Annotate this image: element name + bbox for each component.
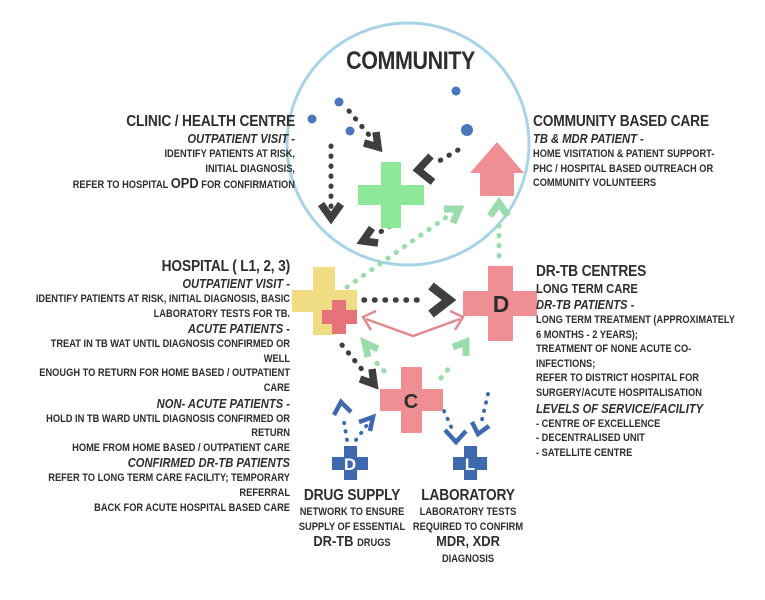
text-line: ENOUGH TO RETURN FOR HOME BASED / OUTPAT… — [39, 367, 290, 394]
text-line: NETWORK TO ENSURE — [299, 506, 405, 518]
arrow-hospital-drtb-bidirectional — [361, 309, 465, 338]
text-line: LONG TERM CARE — [536, 281, 638, 296]
text-line: COMMUNITY VOLUNTEERS — [533, 177, 657, 190]
laboratory-text: LABORATORY LABORATORY TESTS REQUIRED TO CO… — [411, 486, 525, 567]
text-line: REQUIRED TO CONFIRM — [412, 520, 524, 533]
text-line: SURGERY/ACUTE HOSPITALISATION — [536, 386, 702, 399]
central-cross-letter: C — [404, 391, 418, 413]
text-line: LEVELS OF SERVICE/FACILITY — [536, 400, 704, 416]
text-line: TB & MDR PATIENT - — [533, 131, 644, 146]
central-coordination-cross-icon — [380, 367, 443, 433]
home-outreach-arrow-icon — [470, 142, 524, 196]
text-line: HOME FROM HOME BASED / OUTPATIENT CARE — [72, 441, 291, 454]
hospital-cross-icon — [292, 267, 357, 335]
text-line: IDENTIFY PATIENTS AT RISK, INITIAL DIAGN… — [35, 293, 291, 305]
text-line: IDENTIFY PATIENTS AT RISK, — [164, 148, 295, 160]
drug-supply-letter: D — [344, 455, 356, 474]
arrow-hospital-to-drtb-centre — [361, 282, 457, 318]
laboratory-letter: L — [465, 455, 475, 474]
text-line: CONFIRMED DR-TB PATIENTS — [127, 455, 290, 471]
text-line: DR-TB CENTRES — [536, 263, 647, 280]
text-line: TREATMENT OF NONE ACUTE CO-INFECTIONS; — [536, 343, 692, 370]
community-title-text: COMMUNITY — [346, 47, 475, 75]
text-line: - CENTRE OF EXCELLENCE — [536, 417, 661, 430]
text-line: OUTPATIENT VISIT - — [187, 131, 295, 146]
text-line: SUPPLY OF ESSENTIAL — [298, 520, 406, 533]
text-line: REFER TO DISTRICT HOSPITAL FOR — [536, 372, 700, 385]
text-segment: OPD — [170, 175, 199, 193]
text-line: - SATELLITE CENTRE — [536, 446, 633, 459]
text-segment: FOR CONFIRMATION — [198, 179, 295, 192]
community-title: COMMUNITY — [336, 47, 481, 76]
text-line: OUTPATIENT VISIT - — [182, 276, 290, 291]
arrow-drug-to-central-blue — [354, 413, 377, 442]
arrow-hospital-to-central-cross — [339, 342, 379, 390]
arrow-patient-down-right — [346, 108, 383, 153]
blue-dot — [334, 97, 344, 107]
blue-dot — [345, 126, 355, 136]
text-segment: DIAGNOSIS — [441, 553, 495, 566]
text-line: TREAT IN TB WAT UNTIL DIAGNOSIS CONFIRME… — [50, 338, 290, 365]
laboratory-cross-icon — [453, 446, 487, 480]
text-line: DRUG SUPPLY — [303, 487, 401, 504]
text-line: DR-TB DRUGS — [295, 534, 409, 551]
arrow-drug-to-hospital-blue — [332, 398, 353, 442]
text-line: HOLD IN TB WARD UNTIL DIAGNOSIS CONFIRME… — [46, 412, 290, 440]
text-line: PHC / HOSPITAL BASED OUTREACH OR — [533, 162, 714, 175]
drug-supply-text: DRUG SUPPLY NETWORK TO ENSURE SUPPLY OF ES… — [295, 486, 409, 551]
laboratory-block: LABORATORY LABORATORY TESTS REQUIRED TO CO… — [402, 486, 534, 567]
arrow-central-to-drtb-green — [438, 336, 470, 381]
text-line: - DECENTRALISED UNIT — [536, 432, 645, 445]
text-line: REFER TO HOSPITAL OPD FOR CONFIRMATION — [37, 176, 295, 193]
text-line: LABORATORY TESTS FOR TB. — [153, 307, 290, 320]
hospital-block: HOSPITAL ( L1, 2, 3)OUTPATIENT VISIT - ID… — [0, 257, 290, 515]
text-line: REFER TO LONG TERM CARE FACILITY; TEMPOR… — [48, 472, 290, 499]
arrow-patient-to-green-cross — [412, 147, 461, 185]
hospital-tb-cross-icon — [322, 300, 357, 334]
patient-dots — [307, 86, 473, 136]
arrow-hospital-to-community-green — [344, 205, 465, 290]
text-segment: DRUGS — [357, 537, 391, 550]
arrow-green-cross-to-hospital — [356, 223, 393, 247]
hospital-text: HOSPITAL ( L1, 2, 3)OUTPATIENT VISIT - ID… — [28, 257, 290, 515]
community-health-cross-icon — [358, 162, 424, 228]
text-line: MDR, XDR DIAGNOSIS — [411, 534, 525, 567]
text-line: COMMUNITY BASED CARE — [533, 113, 709, 130]
drtb-centre-letter: D — [493, 291, 510, 317]
text-line: BACK FOR ACUTE HOSPITAL BASED CARE — [94, 501, 290, 514]
text-segment: DR-TB — [313, 533, 358, 551]
drtb-centre-cross-icon — [463, 266, 537, 341]
blue-dot — [461, 124, 473, 136]
drug-supply-cross-icon — [332, 446, 368, 480]
text-line: NON- ACUTE PATIENTS - — [156, 395, 290, 411]
arrow-drtb-to-lab-blue — [469, 392, 491, 438]
arrow-drtb-to-community-green — [487, 196, 511, 259]
text-segment: REFER TO HOSPITAL — [72, 179, 171, 192]
drug-supply-block: DRUG SUPPLY NETWORK TO ENSURE SUPPLY OF ES… — [286, 486, 418, 551]
arrow-community-to-clinic — [317, 143, 345, 225]
text-line: ACUTE PATIENTS - — [187, 321, 290, 337]
text-line: LABORATORY — [421, 487, 515, 504]
text-line: LONG TERM TREATMENT (APPROXIMATELY — [536, 314, 735, 326]
text-segment: MDR, XDR — [436, 533, 500, 551]
blue-dot — [451, 86, 461, 96]
text-line: INITIAL DIAGNOSIS, — [205, 162, 295, 175]
text-line: HOSPITAL ( L1, 2, 3) — [161, 258, 291, 275]
arrow-central-to-lab-blue — [442, 409, 468, 446]
text-line: HOME VISITATION & PATIENT SUPPORT- — [533, 148, 715, 160]
arrow-central-to-hospital-green — [360, 336, 387, 374]
text-line: LABORATORY TESTS — [419, 506, 517, 518]
text-line: 6 MONTHS - 2 YEARS); — [536, 328, 638, 341]
text-line: DR-TB PATIENTS - — [536, 297, 635, 312]
blue-dot — [307, 114, 317, 124]
text-line: CLINIC / HEALTH CENTRE — [126, 113, 295, 130]
community-circle — [285, 21, 531, 267]
